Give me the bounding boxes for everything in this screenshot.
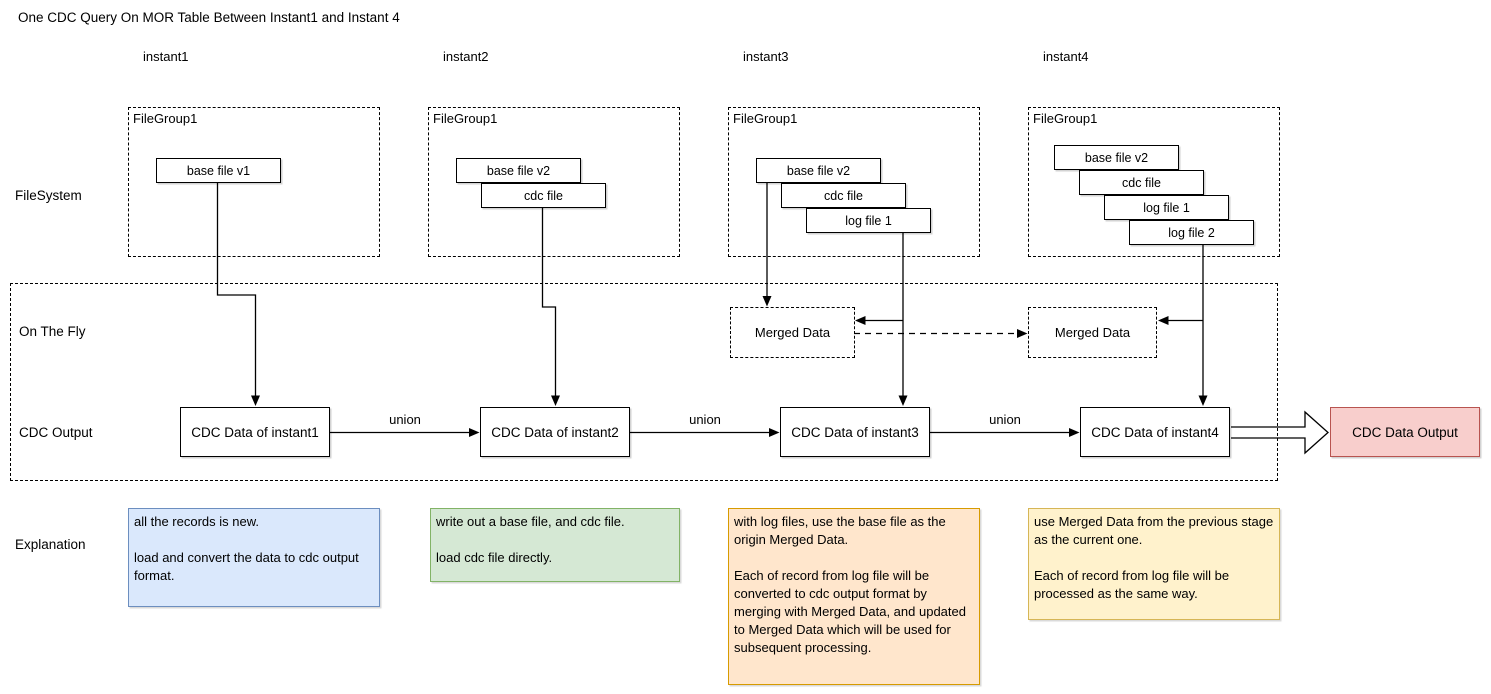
merged-data-box-instant4: Merged Data — [1028, 307, 1157, 358]
file-box-log2: log file 2 — [1129, 220, 1254, 245]
union-label-1: union — [389, 412, 421, 427]
filegroup-box-instant4: FileGroup1 base file v2 cdc file log fil… — [1028, 107, 1280, 257]
column-header-instant2: instant2 — [443, 49, 489, 64]
filegroup-box-instant2: FileGroup1 base file v2 cdc file — [428, 107, 680, 257]
on-the-fly-region — [10, 283, 1278, 481]
explanation-box-instant3: with log files, use the base file as the… — [728, 508, 980, 685]
file-box-cdc: cdc file — [481, 183, 606, 208]
filegroup-box-instant1: FileGroup1 base file v1 — [128, 107, 380, 257]
cdc-data-output-box: CDC Data Output — [1330, 407, 1480, 457]
file-box-base-v2: base file v2 — [456, 158, 581, 183]
row-label-on-the-fly: On The Fly — [19, 324, 86, 339]
column-header-instant4: instant4 — [1043, 49, 1089, 64]
filegroup-box-instant3: FileGroup1 base file v2 cdc file log fil… — [728, 107, 980, 257]
explanation-box-instant1: all the records is new. load and convert… — [128, 508, 380, 607]
cdc-data-box-instant4: CDC Data of instant4 — [1080, 407, 1230, 457]
cdc-data-box-instant2: CDC Data of instant2 — [480, 407, 630, 457]
file-box-base-v1: base file v1 — [156, 158, 281, 183]
file-box-base-v2: base file v2 — [756, 158, 881, 183]
file-box-log1: log file 1 — [806, 208, 931, 233]
diagram-title: One CDC Query On MOR Table Between Insta… — [18, 10, 400, 25]
union-label-2: union — [689, 412, 721, 427]
filegroup-label: FileGroup1 — [433, 111, 498, 126]
union-label-3: union — [989, 412, 1021, 427]
filegroup-label: FileGroup1 — [1033, 111, 1098, 126]
file-box-cdc: cdc file — [1079, 170, 1204, 195]
file-box-base-v2: base file v2 — [1054, 145, 1179, 170]
column-header-instant3: instant3 — [743, 49, 789, 64]
cdc-data-box-instant1: CDC Data of instant1 — [180, 407, 330, 457]
cdc-data-box-instant3: CDC Data of instant3 — [780, 407, 930, 457]
row-label-cdc-output: CDC Output — [19, 425, 93, 440]
explanation-box-instant4: use Merged Data from the previous stage … — [1028, 508, 1280, 620]
row-label-filesystem: FileSystem — [15, 188, 82, 203]
explanation-box-instant2: write out a base file, and cdc file. loa… — [430, 508, 680, 582]
filegroup-label: FileGroup1 — [733, 111, 798, 126]
filegroup-label: FileGroup1 — [133, 111, 198, 126]
merged-data-box-instant3: Merged Data — [730, 307, 855, 358]
file-box-log1: log file 1 — [1104, 195, 1229, 220]
file-box-cdc: cdc file — [781, 183, 906, 208]
row-label-explanation: Explanation — [15, 537, 86, 552]
column-header-instant1: instant1 — [143, 49, 189, 64]
